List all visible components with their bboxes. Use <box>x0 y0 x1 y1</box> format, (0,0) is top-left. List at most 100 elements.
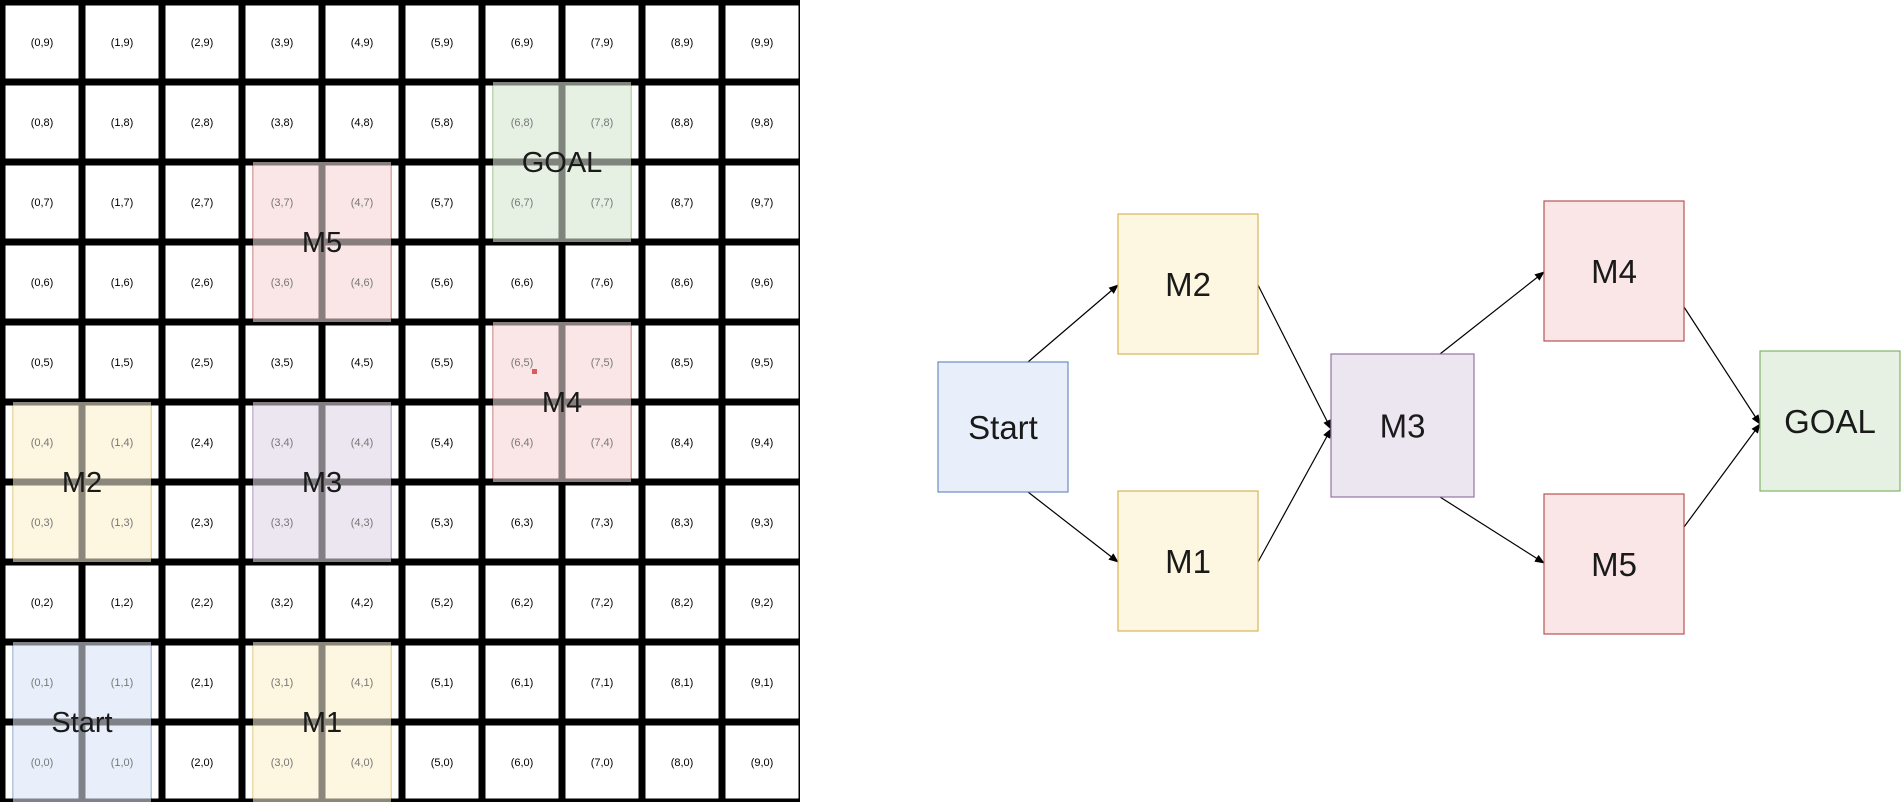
cell-coord-label: (1,4) <box>111 437 134 449</box>
cell-coord-label: (3,8) <box>271 117 294 129</box>
red-marker <box>532 369 537 374</box>
cell-coord-label: (2,7) <box>191 197 214 209</box>
cell-coord-label: (0,3) <box>31 517 54 529</box>
cell-coord-label: (0,1) <box>31 677 54 689</box>
cell-coord-label: (0,0) <box>31 757 54 769</box>
edge-m1-m3 <box>1257 428 1332 563</box>
cell-coord-label: (7,5) <box>591 357 614 369</box>
cell-coord-label: (7,4) <box>591 437 614 449</box>
cell-coord-label: (6,1) <box>511 677 534 689</box>
cell-coord-label: (7,1) <box>591 677 614 689</box>
cell-coord-label: (5,4) <box>431 437 454 449</box>
cell-coord-label: (0,6) <box>31 277 54 289</box>
cell-coord-label: (6,4) <box>511 437 534 449</box>
zone-label-goal: GOAL <box>522 147 603 179</box>
cell-coord-label: (2,3) <box>191 517 214 529</box>
zone-label-start: Start <box>51 707 112 739</box>
cell-coord-label: (0,5) <box>31 357 54 369</box>
edge-m3-m5 <box>1439 496 1545 564</box>
zone-tint-goal <box>493 82 631 242</box>
edge-m5-goal <box>1683 423 1761 528</box>
cell-coord-label: (2,4) <box>191 437 214 449</box>
cell-coord-label: (4,6) <box>351 277 374 289</box>
edge-m2-m3 <box>1257 284 1332 430</box>
cell-coord-label: (6,0) <box>511 757 534 769</box>
cell-coord-label: (2,2) <box>191 597 214 609</box>
cell-coord-label: (9,5) <box>751 357 774 369</box>
cell-coord-label: (4,8) <box>351 117 374 129</box>
cell-coord-label: (7,8) <box>591 117 614 129</box>
cell-coord-label: (8,8) <box>671 117 694 129</box>
cell-coord-label: (0,7) <box>31 197 54 209</box>
cell-coord-label: (3,0) <box>271 757 294 769</box>
cell-coord-label: (4,5) <box>351 357 374 369</box>
cell-coord-label: (5,1) <box>431 677 454 689</box>
cell-coord-label: (5,8) <box>431 117 454 129</box>
cell-coord-label: (6,2) <box>511 597 534 609</box>
node-label-m2: M2 <box>1165 266 1211 303</box>
cell-coord-label: (9,7) <box>751 197 774 209</box>
edge-m3-m4 <box>1439 271 1545 355</box>
cell-coord-label: (2,5) <box>191 357 214 369</box>
cell-coord-label: (1,9) <box>111 37 134 49</box>
cell-coord-label: (0,8) <box>31 117 54 129</box>
node-label-m3: M3 <box>1380 408 1426 445</box>
cell-coord-label: (1,3) <box>111 517 134 529</box>
cell-coord-label: (4,3) <box>351 517 374 529</box>
node-label-m1: M1 <box>1165 543 1211 580</box>
node-label-m4: M4 <box>1591 253 1637 290</box>
node-m2 <box>1117 213 1259 355</box>
cell-coord-label: (1,0) <box>111 757 134 769</box>
cell-coord-label: (0,9) <box>31 37 54 49</box>
zone-tint-m3 <box>253 402 391 562</box>
edge-start-m1 <box>1027 491 1119 563</box>
cell-coord-label: (6,5) <box>511 357 534 369</box>
cell-coord-label: (2,8) <box>191 117 214 129</box>
cell-coord-label: (8,2) <box>671 597 694 609</box>
cell-coord-label: (6,8) <box>511 117 534 129</box>
zone-label-m1: M1 <box>302 707 342 739</box>
cell-coord-label: (4,2) <box>351 597 374 609</box>
cell-coord-label: (3,2) <box>271 597 294 609</box>
cell-coord-label: (0,4) <box>31 437 54 449</box>
zone-tint-m1 <box>253 642 391 802</box>
zone-tint-start <box>13 642 151 802</box>
cell-coord-label: (3,3) <box>271 517 294 529</box>
cell-coord-label: (8,5) <box>671 357 694 369</box>
cell-coord-label: (3,5) <box>271 357 294 369</box>
cell-coord-label: (1,5) <box>111 357 134 369</box>
cell-coord-label: (2,0) <box>191 757 214 769</box>
cell-coord-label: (3,7) <box>271 197 294 209</box>
node-m1 <box>1117 490 1259 632</box>
cell-coord-label: (9,8) <box>751 117 774 129</box>
cell-coord-label: (8,4) <box>671 437 694 449</box>
cell-coord-label: (9,9) <box>751 37 774 49</box>
cell-coord-label: (5,6) <box>431 277 454 289</box>
cell-coord-label: (6,3) <box>511 517 534 529</box>
cell-coord-label: (0,2) <box>31 597 54 609</box>
zone-tint-m2 <box>13 402 151 562</box>
zone-label-m4: M4 <box>542 387 582 419</box>
cell-coord-label: (3,1) <box>271 677 294 689</box>
node-m4 <box>1543 200 1685 342</box>
node-label-start: Start <box>968 409 1038 446</box>
cell-coord-label: (9,2) <box>751 597 774 609</box>
cell-coord-label: (6,9) <box>511 37 534 49</box>
cell-coordinates: (0,0) (0,1) (0,2) (0,3) (0,4) (0,5) (0,6) (0,7)… <box>31 37 774 769</box>
cell-coord-label: (2,9) <box>191 37 214 49</box>
cell-coord-label: (7,0) <box>591 757 614 769</box>
cell-coord-label: (3,6) <box>271 277 294 289</box>
zone-tint-m5 <box>253 162 391 322</box>
cell-coord-label: (7,2) <box>591 597 614 609</box>
graph-edges <box>1027 271 1761 564</box>
cell-coord-label: (3,4) <box>271 437 294 449</box>
node-m3 <box>1330 353 1475 498</box>
cell-coord-label: (4,1) <box>351 677 374 689</box>
cell-coord-label: (5,9) <box>431 37 454 49</box>
cell-coord-label: (8,1) <box>671 677 694 689</box>
cell-coord-label: (4,4) <box>351 437 374 449</box>
cell-coord-label: (4,7) <box>351 197 374 209</box>
zone-label-m5: M5 <box>302 227 342 259</box>
cell-coord-label: (8,6) <box>671 277 694 289</box>
